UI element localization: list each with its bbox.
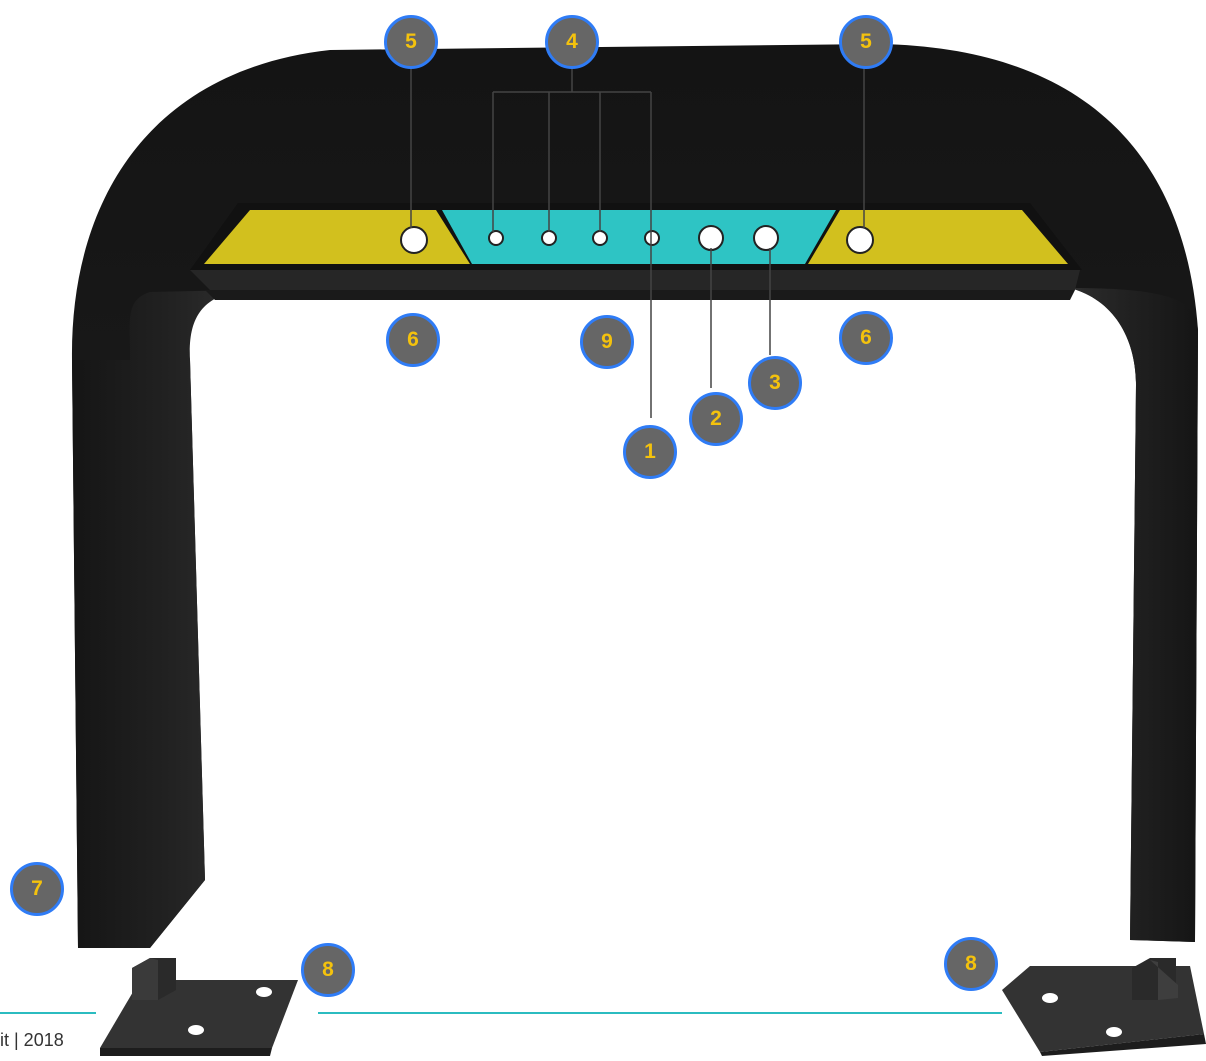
hole-small-4	[645, 231, 659, 245]
callout-2: 2	[689, 392, 743, 446]
callout-8-left: 8	[301, 943, 355, 997]
hole-small-2	[542, 231, 556, 245]
hole-right-mount	[847, 227, 873, 253]
hole-small-3	[593, 231, 607, 245]
callout-1: 1	[623, 425, 677, 479]
callout-6-left: 6	[386, 313, 440, 367]
hole-small-1	[489, 231, 503, 245]
top-bar-face	[190, 270, 1080, 290]
hole-large-2	[754, 226, 778, 250]
left-yellow-panel	[204, 210, 470, 264]
hole-large-1	[699, 226, 723, 250]
callout-6-right: 6	[839, 311, 893, 365]
callout-5-left: 5	[384, 15, 438, 69]
callout-3: 3	[748, 356, 802, 410]
right-leg	[1070, 288, 1198, 942]
callout-4: 4	[545, 15, 599, 69]
footer-text: it | 2018	[0, 1030, 64, 1051]
callout-7: 7	[10, 862, 64, 916]
right-foot	[1002, 958, 1206, 1056]
callout-5-right: 5	[839, 15, 893, 69]
hole-left-mount	[401, 227, 427, 253]
left-leg	[72, 290, 240, 948]
callout-9: 9	[580, 315, 634, 369]
left-foot	[100, 958, 298, 1056]
top-bar-underside	[205, 290, 1075, 300]
arch-frame	[72, 44, 1198, 948]
callout-8-right: 8	[944, 937, 998, 991]
